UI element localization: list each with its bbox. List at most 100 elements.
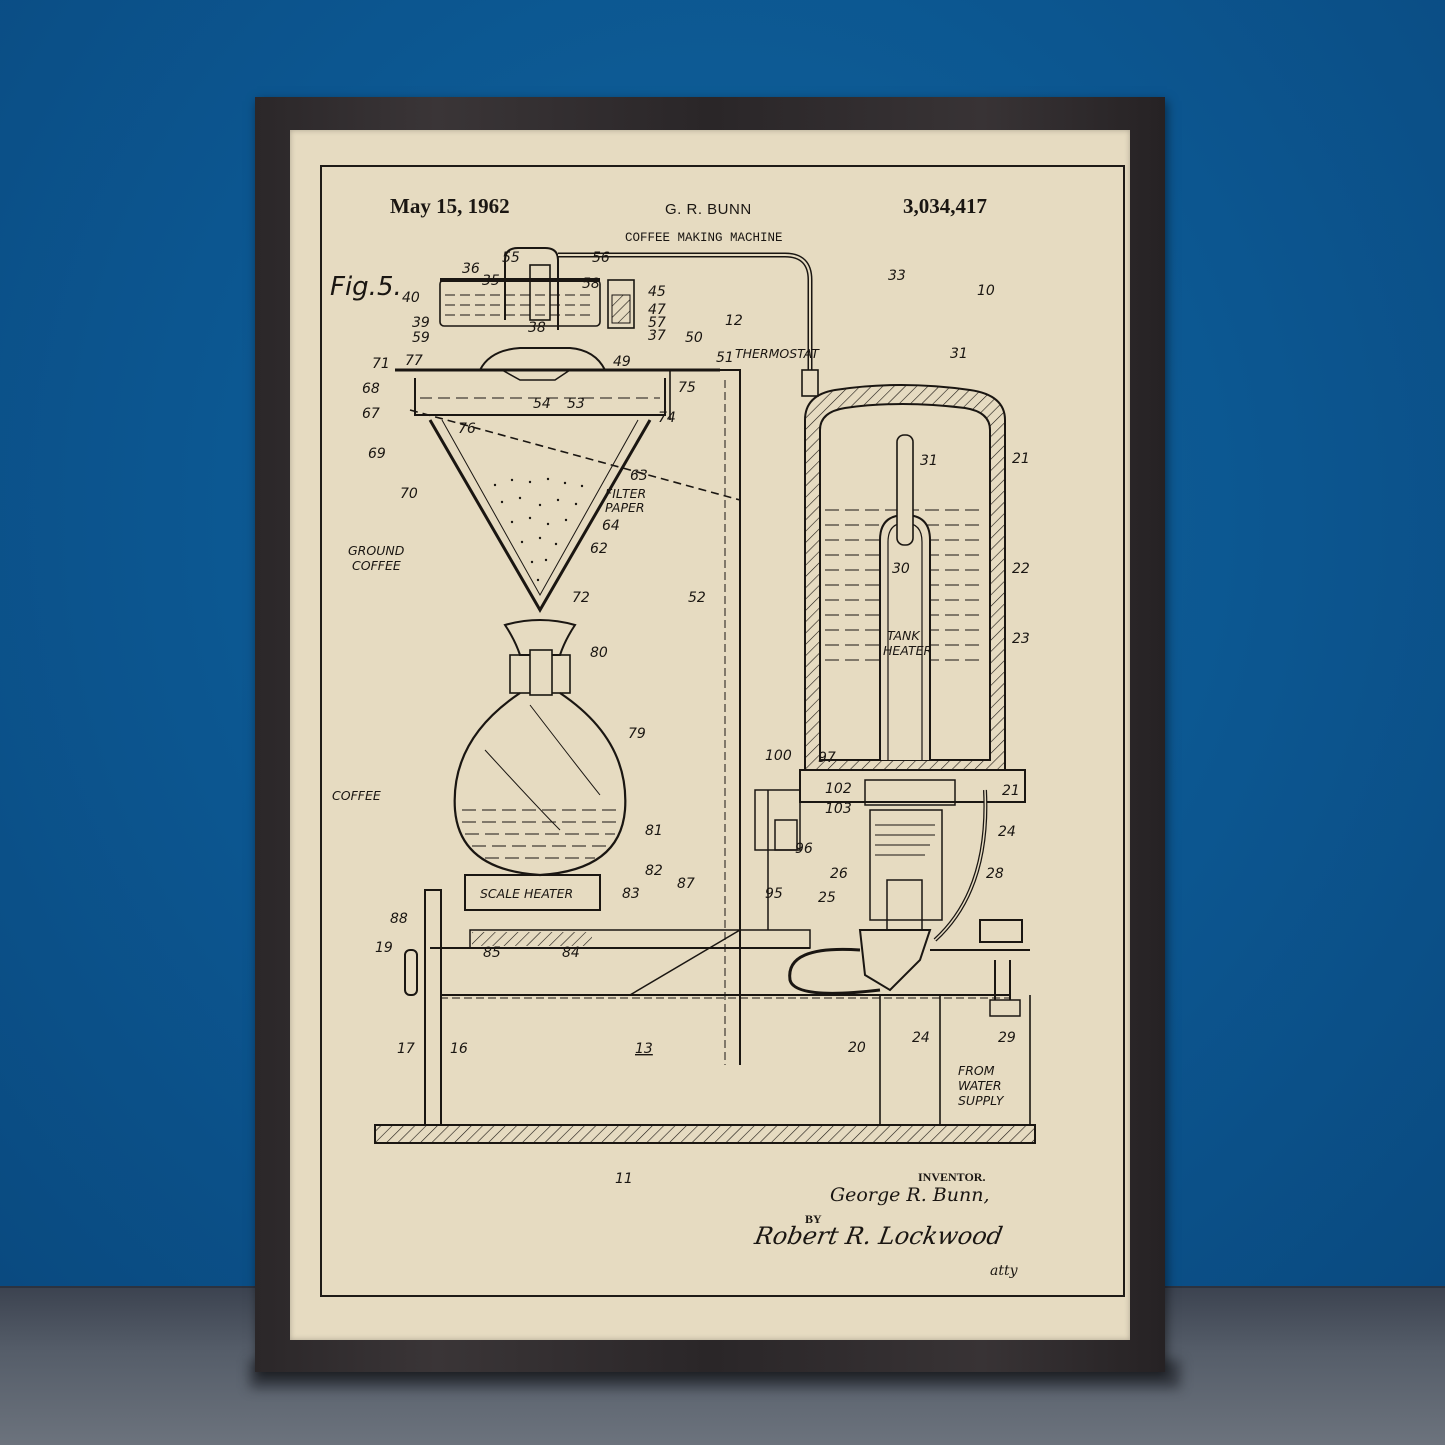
ref-22: 22: [1012, 561, 1030, 577]
ref-19: 19: [375, 940, 393, 956]
ref-21-base: 21: [1002, 783, 1020, 799]
ref-100: 100: [765, 748, 792, 764]
ref-17: 17: [397, 1041, 415, 1057]
patent-border: [320, 165, 1125, 1297]
carafe-neck: [503, 619, 577, 656]
attorney-abbrev: atty: [990, 1263, 1018, 1279]
ref-30: 30: [892, 561, 910, 577]
ref-31-top: 31: [950, 346, 968, 362]
ref-76: 76: [458, 421, 476, 437]
solenoid-26: [886, 879, 923, 931]
caption-thermostat: THERMOSTAT: [735, 346, 820, 361]
brew-basket-rim: [414, 378, 666, 416]
ref-77: 77: [405, 353, 423, 369]
base-floor: [374, 1124, 1036, 1144]
caption-water-supply-3: SUPPLY: [958, 1093, 1005, 1108]
ref-68: 68: [362, 381, 380, 397]
ref-40: 40: [402, 290, 420, 306]
reference-numerals: 36 35 55 56 58 45 47 57 37 40 39 59 38 3…: [362, 250, 1030, 1187]
ref-55: 55: [502, 250, 520, 266]
ref-38: 38: [528, 320, 546, 336]
ref-67: 67: [362, 406, 380, 422]
solenoid: [607, 279, 635, 329]
support-column: [670, 369, 741, 1065]
thermostat-probe: [896, 434, 914, 546]
valve-housing-lines: [875, 824, 935, 856]
ref-102: 102: [825, 781, 852, 797]
caption-ground-coffee-1: GROUND: [348, 543, 405, 558]
patent-date: May 15, 1962: [390, 194, 510, 218]
ref-63: 63: [630, 468, 648, 484]
ref-10: 10: [977, 283, 995, 299]
ref-53: 53: [567, 396, 585, 412]
ref-23: 23: [1012, 631, 1030, 647]
patent-number: 3,034,417: [903, 194, 987, 218]
ref-57: 57: [648, 315, 666, 331]
ref-88: 88: [390, 911, 408, 927]
caption-tank-heater-1: TANK: [887, 628, 921, 643]
ref-84: 84: [562, 945, 580, 961]
caption-water-supply-2: WATER: [958, 1078, 1002, 1093]
ref-97: 97: [818, 750, 836, 766]
ref-62: 62: [590, 541, 608, 557]
ref-28: 28: [986, 866, 1004, 882]
ref-50: 50: [685, 330, 703, 346]
pressure-regulator: [979, 919, 1023, 943]
patent-inventor-header: G. R. BUNN: [665, 201, 752, 218]
inlet-valve: [858, 929, 932, 992]
pipe-fitting: [801, 369, 819, 397]
reservoir-water: [445, 294, 595, 316]
ref-33: 33: [888, 268, 906, 284]
ref-81: 81: [645, 823, 663, 839]
ref-51: 51: [716, 350, 734, 366]
ref-95: 95: [765, 886, 783, 902]
tank-base: [799, 769, 1026, 803]
caption-filter-paper-1: FILTER: [605, 486, 646, 501]
patent-print-paper: May 15, 1962 G. R. BUNN 3,034,417 COFFEE…: [290, 130, 1130, 1340]
caption-water-supply-1: FROM: [958, 1063, 995, 1078]
figure-label: Fig.5.: [330, 272, 402, 302]
caption-scale-heater: SCALE HEATER: [480, 886, 573, 901]
ref-45: 45: [648, 284, 666, 300]
patent-title: COFFEE MAKING MACHINE: [625, 231, 783, 245]
ref-71: 71: [372, 356, 390, 372]
ground-coffee-dots: [493, 477, 584, 582]
carafe-liquid: [462, 809, 618, 859]
bypass-hose: [788, 947, 881, 995]
ref-74: 74: [658, 410, 676, 426]
attorney-signature: Robert R. Lockwood: [752, 1222, 1005, 1250]
picture-frame: May 15, 1962 G. R. BUNN 3,034,417 COFFEE…: [255, 97, 1165, 1372]
ref-25: 25: [818, 890, 836, 906]
ref-103: 103: [825, 801, 852, 817]
caption-tank-heater-2: HEATER: [883, 643, 932, 658]
ref-87: 87: [677, 876, 695, 892]
ref-11: 11: [615, 1171, 633, 1187]
ref-85: 85: [483, 945, 501, 961]
coffee-machine-drawing: Fig.5.: [330, 247, 1036, 1187]
ref-31-thermostat: 31: [920, 453, 938, 469]
ref-96: 96: [795, 841, 813, 857]
inventor-label: INVENTOR.: [918, 1170, 986, 1184]
caption-ground-coffee-2: COFFEE: [352, 558, 401, 573]
filter-cone: [428, 419, 652, 613]
ref-80: 80: [590, 645, 608, 661]
ref-56: 56: [592, 250, 610, 266]
valve-housing: [869, 809, 943, 921]
ref-26: 26: [830, 866, 848, 882]
by-label: BY: [805, 1212, 822, 1226]
valve-body: [529, 264, 551, 321]
side-post: [424, 889, 442, 1126]
ref-54: 54: [533, 396, 551, 412]
ref-58: 58: [582, 276, 600, 292]
ref-82: 82: [645, 863, 663, 879]
ref-69: 69: [368, 446, 386, 462]
ref-70: 70: [400, 486, 418, 502]
ref-75: 75: [678, 380, 696, 396]
ref-12: 12: [725, 313, 743, 329]
ref-16: 16: [450, 1041, 468, 1057]
ref-21: 21: [1012, 451, 1030, 467]
ref-79: 79: [628, 726, 646, 742]
ref-47: 47: [648, 302, 666, 318]
reservoir-box: [439, 279, 601, 327]
inventor-signature: George R. Bunn,: [830, 1184, 990, 1206]
